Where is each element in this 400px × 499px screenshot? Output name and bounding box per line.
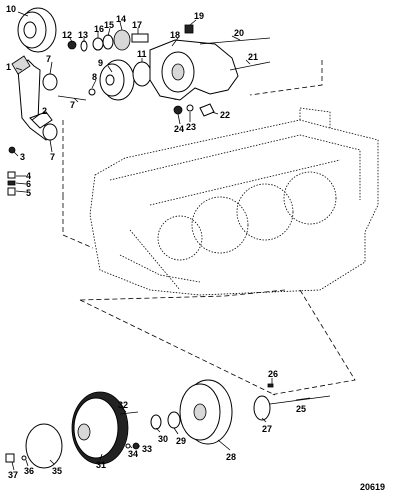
engine-block: [89, 107, 379, 296]
washer-part-24: [186, 104, 194, 112]
callout-22: 21: [248, 52, 258, 62]
nut-part-25: [173, 105, 183, 115]
key-part-27: [267, 383, 274, 388]
callout-36: 35: [52, 466, 62, 476]
callout-29: 28: [226, 452, 236, 462]
callout-27: 26: [268, 369, 278, 379]
hub-part-12: [132, 61, 152, 87]
pulley-part-32: [71, 391, 129, 465]
bolt-part-38: [5, 453, 15, 463]
bolt-part-26: [269, 395, 331, 405]
bolt-part-8: [57, 95, 87, 101]
guide-line: [249, 60, 323, 96]
callout-8: 7: [70, 100, 75, 110]
callout-16: 15: [104, 20, 114, 30]
callout-21: 20: [234, 28, 244, 38]
callout-32: 31: [96, 460, 106, 470]
plate-part-36: [25, 423, 63, 469]
callout-28: 27: [262, 424, 272, 434]
balancer-part-29: [179, 379, 233, 445]
callout-9: 8: [92, 72, 97, 82]
callout-labels: 10 1 7 2 7 3 4 6 5 12 13 16 15 14 17 11 …: [6, 4, 385, 492]
callout-13: 12: [62, 30, 72, 40]
fitting-part-4: [7, 171, 16, 179]
guide-line: [79, 289, 286, 301]
clamp-part-7: [42, 123, 58, 141]
guide-line: [62, 195, 94, 249]
plug-part-20: [184, 24, 194, 34]
callout-11: 10: [6, 4, 16, 14]
leader-lines: [11, 11, 311, 471]
part-35: [125, 443, 131, 449]
callout-15: 14: [116, 14, 126, 24]
callout-30: 29: [176, 436, 186, 446]
figure-reference-number: 20619: [360, 482, 385, 492]
shaft-part-18: [131, 33, 149, 43]
callout-7: 7: [46, 54, 51, 64]
callout-1: 1: [6, 62, 11, 72]
nut-part-3: [8, 146, 16, 154]
washer-part-9: [88, 88, 96, 96]
seal-part-16: [102, 34, 114, 50]
stud-part-22: [229, 61, 271, 71]
callout-19: 18: [170, 30, 180, 40]
pulley-part-10: [99, 59, 135, 101]
callout-2: 2: [42, 106, 47, 116]
guide-line: [79, 299, 276, 396]
fitting-part-6: [7, 180, 16, 186]
callout-4: 4: [26, 171, 31, 181]
callout-24: 23: [186, 122, 196, 132]
callout-5: 5: [26, 188, 31, 198]
bracket-part-23: [199, 103, 215, 117]
callout-34: 33: [142, 444, 152, 454]
callout-17: 16: [94, 24, 104, 34]
callout-18: 17: [132, 20, 142, 30]
spacer-part-31: [150, 414, 162, 430]
callout-25: 24: [174, 124, 184, 134]
callout-6: 6: [26, 179, 31, 189]
gear-part-28: [253, 395, 271, 421]
seal-part-17: [92, 37, 104, 51]
callout-20: 19: [194, 11, 204, 21]
callout-10: 9: [98, 58, 103, 68]
callout-35: 34: [128, 449, 138, 459]
washer-part-37: [21, 455, 27, 461]
callout-37: 36: [24, 466, 34, 476]
elbow-part-2: [29, 111, 53, 129]
callout-3: 3: [20, 152, 25, 162]
hose-end: [11, 55, 31, 75]
nut-part-13: [67, 40, 77, 50]
washer-part-14: [80, 40, 88, 52]
bearing-part-15: [113, 29, 131, 51]
callout-23: 22: [220, 110, 230, 120]
pin-part-33: [119, 411, 139, 415]
washer-part-30: [167, 411, 181, 429]
callout-33: 32: [118, 400, 128, 410]
callout-7b: 7: [50, 152, 55, 162]
fitting-part-5: [7, 187, 16, 196]
callout-38: 37: [8, 470, 18, 480]
guide-line: [269, 289, 356, 396]
callout-31: 30: [158, 434, 168, 444]
callout-26: 25: [296, 404, 306, 414]
stud-part-21: [199, 37, 271, 45]
clamp-part-7: [42, 73, 58, 91]
callout-12: 11: [137, 49, 147, 59]
callout-14: 13: [78, 30, 88, 40]
pulley-part-11: [17, 7, 57, 53]
